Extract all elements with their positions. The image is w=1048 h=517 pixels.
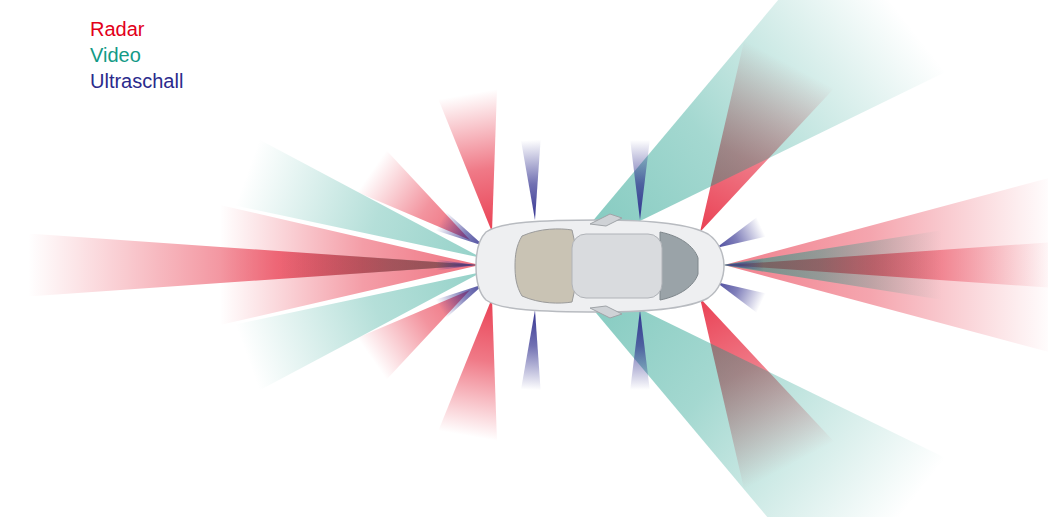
mirror xyxy=(590,214,622,226)
sensor-cone xyxy=(716,282,766,313)
legend-entry: Ultraschall xyxy=(90,68,183,94)
sensor-cone xyxy=(716,217,766,248)
sensor-cone xyxy=(435,212,484,246)
legend-entry: Radar xyxy=(90,16,183,42)
windshield xyxy=(660,232,698,300)
sensor-cone xyxy=(435,284,484,318)
sensor-cone xyxy=(235,272,482,391)
sensor-cone xyxy=(630,310,650,390)
sensor-cone xyxy=(280,251,480,279)
sensor-cone xyxy=(436,259,476,270)
sensor-cone xyxy=(521,310,541,390)
legend: RadarVideoUltraschall xyxy=(90,16,183,94)
sensor-cone xyxy=(438,298,497,441)
legend-label: Ultraschall xyxy=(90,70,183,92)
rear-glass xyxy=(515,229,580,303)
car-top-view xyxy=(476,214,724,318)
car-body xyxy=(476,220,724,312)
sensor-cone xyxy=(724,259,764,270)
sensor-cone xyxy=(722,230,942,300)
legend-label: Video xyxy=(90,44,141,66)
mirror xyxy=(590,306,622,318)
legend-label: Radar xyxy=(90,18,144,40)
sensor-cone xyxy=(630,140,650,220)
legend-entry: Video xyxy=(90,42,183,68)
sensor-cone xyxy=(438,89,497,232)
roof xyxy=(572,234,662,298)
sensor-cone xyxy=(235,139,482,258)
sensor-cone xyxy=(521,140,541,220)
